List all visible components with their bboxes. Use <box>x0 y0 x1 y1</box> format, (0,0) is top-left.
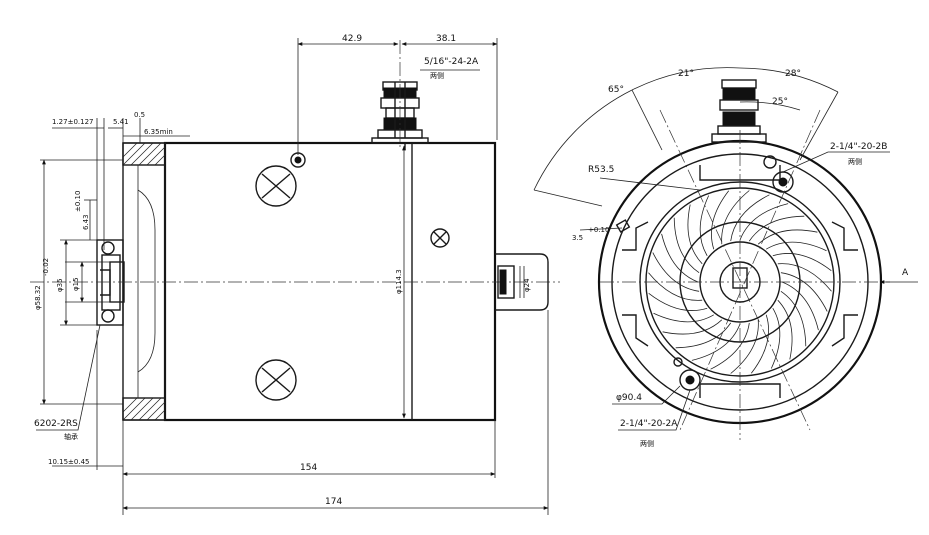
bearing-note: 轴承 <box>64 432 78 441</box>
angle-inner: 25° <box>772 97 788 107</box>
fan-blade <box>777 299 793 360</box>
fan-blade <box>750 314 769 374</box>
fan-blade <box>648 272 703 301</box>
bolt-circle-label: φ90.4 <box>616 393 642 403</box>
end-view: 65° 21° 28° 25° R53.5 3.5 +0.10 2-1/4"-2… <box>533 67 918 448</box>
view-label-a: A <box>902 268 909 278</box>
fan-blade <box>687 204 703 265</box>
terminal-thread-label: 5/16"-24-2A <box>424 57 479 67</box>
dim-top-right: 38.1 <box>436 34 456 44</box>
dim-body-length: 154 <box>300 463 317 473</box>
terminal-stud <box>371 40 429 150</box>
fan-blade <box>748 215 805 242</box>
dim-top-left: 42.9 <box>342 34 362 44</box>
fan-blade <box>739 203 789 241</box>
fan-blade <box>673 217 700 274</box>
angle-right: 28° <box>785 69 801 79</box>
mount-bottom-label: 2-1/4"-20-2A <box>620 419 678 429</box>
dim-min: 6.35min <box>144 128 173 136</box>
fan-blades <box>648 190 832 374</box>
fan-blade <box>710 322 750 370</box>
dim-step-tol: 0.5 <box>134 111 145 119</box>
left-dimensions <box>40 118 190 405</box>
fan-blade <box>730 319 759 374</box>
fan-blade <box>691 323 741 361</box>
terminal-note: 两侧 <box>430 71 444 80</box>
fan-blade <box>711 190 730 250</box>
fan-blade <box>675 322 732 349</box>
field-bolt-marks <box>255 152 450 401</box>
dim-spigot-tol: ±0.10 <box>74 191 82 212</box>
dim-total-length: 174 <box>325 497 342 507</box>
radius-label: R53.5 <box>588 165 614 175</box>
dim-spigot: 6.43 <box>82 214 90 230</box>
fan-blade <box>770 307 781 369</box>
fan-blade <box>662 319 723 335</box>
dim-pilot-tol: -0.02 <box>42 258 50 276</box>
fan-blade <box>780 290 807 347</box>
fan-blade <box>730 194 770 242</box>
bearing-label: 6202-2RS <box>34 419 78 429</box>
fan-blade <box>772 253 832 272</box>
fan-blade <box>699 195 710 257</box>
dim-pilot: φ58.32 <box>34 285 42 310</box>
fan-blade <box>757 229 818 245</box>
fan-blade <box>777 263 832 292</box>
bottom-dimensions <box>52 310 549 515</box>
mount-top-note: 两侧 <box>848 157 862 166</box>
mount-top-label: 2-1/4"-20-2B <box>830 142 887 152</box>
end-view-terminal <box>711 79 767 143</box>
rear-stud <box>495 253 549 311</box>
dim-stud: φ24 <box>523 278 531 292</box>
dim-step: 5.41 <box>113 118 129 126</box>
slot-tol: +0.10 <box>588 226 609 234</box>
dim-offset: 10.15±0.45 <box>48 458 90 466</box>
fan-blade <box>648 292 708 311</box>
side-view: 42.9 38.1 5/16"-24-2A 两侧 1.27±0.127 5.41… <box>30 34 560 515</box>
fan-blade <box>721 190 750 245</box>
front-end-cap <box>122 142 166 421</box>
dim-face: 1.27±0.127 <box>52 118 94 126</box>
fan-blade <box>661 233 699 283</box>
fan-blade <box>653 312 715 323</box>
fan-blade <box>765 241 827 252</box>
fan-blade <box>780 272 828 312</box>
top-dimensions <box>297 38 498 155</box>
slot-dim: 3.5 <box>572 234 583 242</box>
motor-body <box>163 141 497 422</box>
dim-bore: φ35 <box>56 278 64 292</box>
dim-shaft: φ15 <box>72 277 80 291</box>
ring-slots <box>615 165 858 398</box>
angle-mid: 21° <box>678 69 694 79</box>
mount-bottom-note: 两侧 <box>640 439 654 448</box>
fan-blade <box>652 252 700 292</box>
angle-outer: 65° <box>608 85 624 95</box>
dim-body-diameter: φ114.3 <box>395 269 403 294</box>
fan-blade <box>781 281 819 331</box>
angle-dimensions <box>533 67 839 207</box>
